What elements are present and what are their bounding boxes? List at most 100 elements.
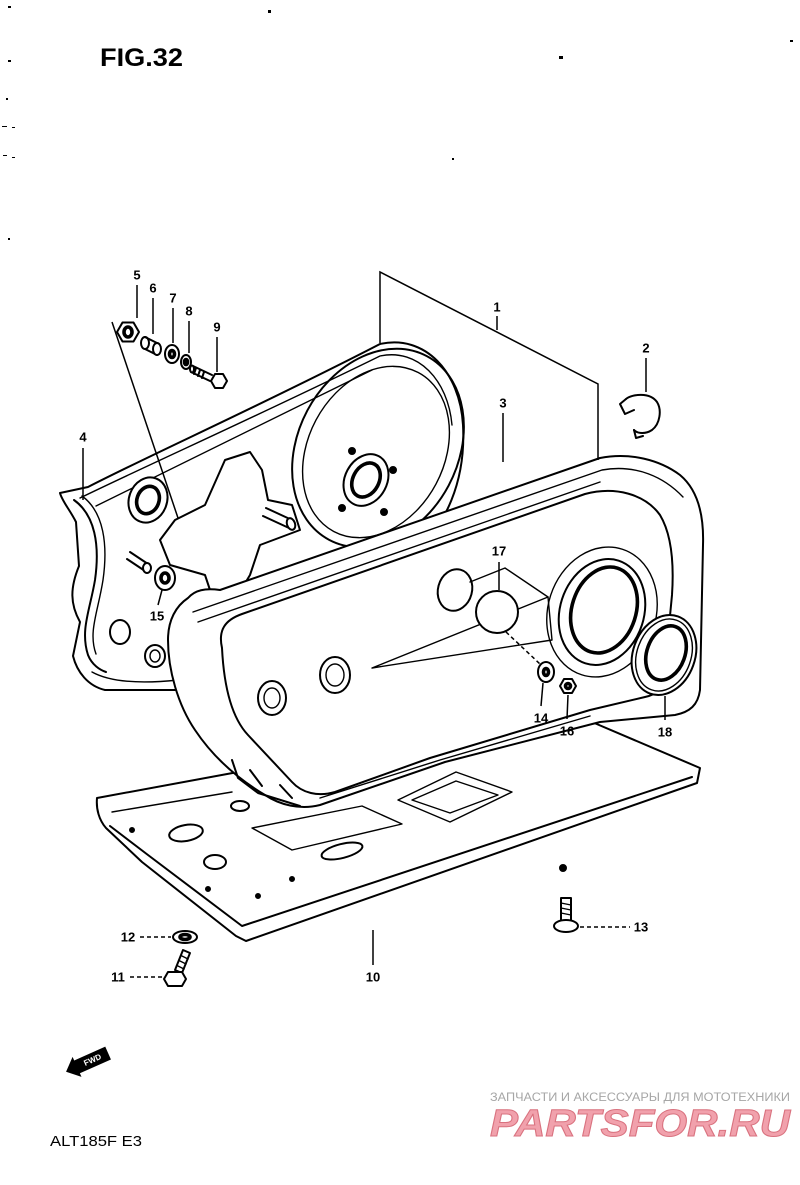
rear-cover-bolt-hole (380, 508, 388, 516)
scan-speck (452, 158, 454, 160)
front-cover-rib (469, 567, 549, 598)
cover-clip (619, 393, 661, 439)
washer-7-hole (167, 348, 177, 360)
skid-plate-upper-edge (111, 791, 233, 813)
scan-speck (268, 10, 271, 13)
callout-17: 17 (492, 544, 506, 559)
scan-speck (790, 40, 793, 42)
scan-speck (3, 155, 7, 156)
grommet-15 (154, 565, 176, 591)
inspection-plug-17 (475, 590, 519, 634)
callout-5: 5 (133, 268, 140, 283)
washer-7 (164, 344, 180, 364)
scan-speck (6, 98, 8, 100)
rear-cover-hole-inner (149, 649, 161, 663)
front-cover-rim (192, 467, 684, 613)
rear-cover-rim (95, 369, 373, 507)
washer-14 (537, 661, 555, 683)
assembly-1-bracket (379, 270, 599, 460)
cover-clip-body (625, 393, 661, 434)
callout-15: 15 (150, 609, 164, 624)
front-cover-hole (436, 568, 474, 612)
scan-speck (559, 56, 563, 59)
oil-seal-18 (630, 614, 698, 696)
spacer-6 (140, 336, 162, 356)
scan-speck (8, 60, 11, 62)
rear-cover-outline (59, 341, 465, 691)
leader-14 (540, 682, 544, 707)
washer-12 (172, 930, 198, 944)
front-cover-hole (319, 656, 351, 694)
callout-7: 7 (169, 291, 176, 306)
scan-artifacts (2, 6, 793, 240)
watermark-brand: PARTSFOR.RU (490, 1103, 792, 1145)
callout-13: 13 (634, 920, 648, 935)
callout-11: 11 (111, 970, 125, 985)
scan-speck (8, 6, 11, 8)
bolt-11 (163, 949, 191, 987)
nut-16 (559, 678, 577, 694)
skid-plate-slot (168, 823, 204, 843)
forward-direction-arrow: FWD (66, 1046, 111, 1077)
rear-cover-center-hole (342, 453, 390, 507)
scan-speck (12, 127, 15, 128)
front-cover-hole-inner (325, 663, 345, 687)
scan-speck (8, 238, 10, 240)
rear-cover-grommet-hole-inner (134, 484, 162, 516)
front-cover-rim (197, 481, 601, 623)
fastener-stack (116, 321, 228, 389)
rubber-seal-strip-inner (81, 495, 106, 655)
rear-chain-case-cover (59, 341, 465, 691)
rear-cover-drum-inner (301, 365, 451, 539)
plug-axis-line (505, 631, 541, 665)
rear-cover-rim (79, 354, 453, 499)
rubber-seal-strip (73, 495, 107, 673)
callout-12: 12 (121, 930, 135, 945)
rear-cover-bolt-hole (389, 466, 397, 474)
cover-clip-tab (619, 398, 644, 439)
rear-cover-stud (126, 551, 152, 574)
watermark-tagline: ЗАПЧАСТИ И АКСЕССУАРЫ ДЛЯ МОТОТЕХНИКИ (490, 1092, 790, 1104)
front-cover-lower-lip (319, 715, 591, 799)
skid-plate-rivet (129, 827, 135, 833)
rear-cover-emboss-cross (159, 451, 301, 606)
callout-4: 4 (79, 430, 87, 445)
rear-cover-center-hole-inner (349, 461, 383, 499)
rear-cover-hole (109, 619, 131, 645)
nut-5-hole (122, 325, 134, 339)
front-cover-rib (371, 596, 553, 669)
leader-16 (566, 694, 569, 720)
lock-washer-8-hole (182, 357, 190, 367)
arrow-left-down-icon (66, 1046, 111, 1077)
callout-6: 6 (149, 281, 156, 296)
skid-plate-raised-panel (397, 771, 513, 823)
rear-cover-stud (262, 507, 297, 531)
skid-plate-rivet (559, 864, 567, 872)
front-chain-case-cover (167, 455, 705, 808)
watermark-logo: ЗАПЧАСТИ И АКСЕССУАРЫ ДЛЯ МОТОТЕХНИКИ PA… (490, 1092, 793, 1146)
rear-cover-lower-edge (91, 671, 179, 683)
callout-18: 18 (658, 725, 672, 740)
skid-plate-slot (320, 841, 364, 861)
leader-lines (82, 270, 666, 978)
skid-plate-hole (230, 800, 250, 812)
callout-1: 1 (493, 300, 500, 315)
callout-3: 3 (499, 396, 506, 411)
callout-8: 8 (185, 304, 192, 319)
skid-plate-flange (109, 776, 693, 927)
bolt-9 (189, 364, 228, 389)
front-cover-hole (257, 680, 287, 716)
scan-speck (12, 157, 15, 158)
callout-9: 9 (213, 320, 220, 335)
skid-plate-rivet (255, 893, 261, 899)
skid-plate-emboss (251, 805, 403, 851)
rear-cover-bolt-hole (338, 504, 346, 512)
callout-2: 2 (642, 341, 649, 356)
front-cover-opening-inner (568, 565, 640, 655)
skid-plate-hole (203, 854, 227, 870)
rear-cover-hole (144, 644, 166, 668)
skid-plate-rivet (289, 876, 295, 882)
skid-plate-rivet (205, 886, 211, 892)
callout-16: 16 (560, 724, 574, 739)
